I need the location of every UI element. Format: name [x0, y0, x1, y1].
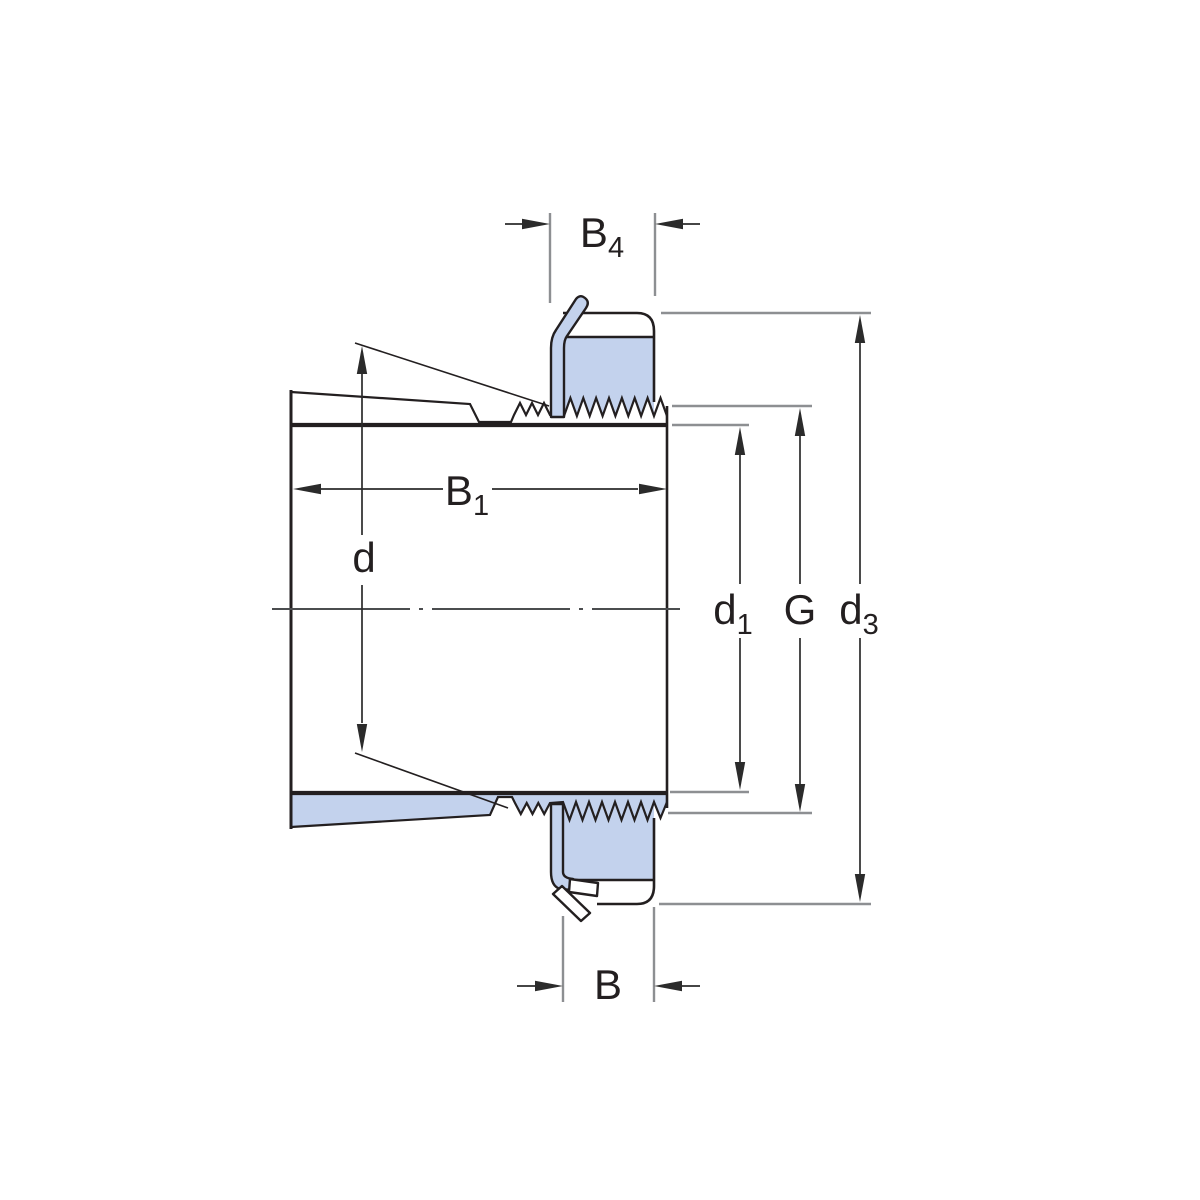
- label-d1: d1: [713, 586, 753, 641]
- adapter-sleeve-outline: [289, 342, 669, 829]
- label-g: G: [784, 586, 817, 633]
- label-d3: d3: [839, 586, 879, 641]
- dimension-labels: B4 B1 d d1 G d3 B: [352, 209, 878, 1008]
- lock-nut-top-half: [563, 311, 656, 402]
- dimension-lines-arrows: [293, 218, 866, 992]
- label-b: B: [594, 961, 622, 1008]
- label-b1: B1: [445, 467, 489, 522]
- sectioned-metal-fills: [291, 313, 667, 904]
- label-b4: B4: [580, 209, 624, 264]
- label-d: d: [352, 534, 375, 581]
- lock-washer-top-tab: [549, 295, 589, 419]
- lock-washer-bottom-tab: [549, 802, 600, 923]
- extension-lines: [548, 213, 871, 1002]
